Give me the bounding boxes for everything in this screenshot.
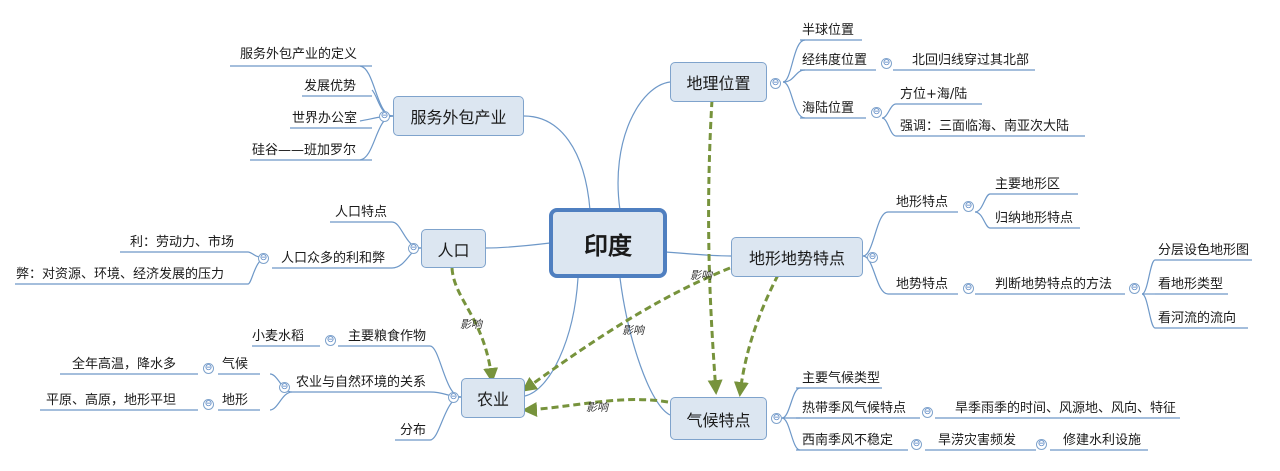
dixing-item-terrain[interactable]: 地形特点: [896, 195, 949, 210]
dixing-method-landform[interactable]: 看地形类型: [1158, 277, 1224, 292]
fuwu-item-office[interactable]: 世界办公室: [292, 111, 358, 126]
nongye-item-distribution[interactable]: 分布: [400, 423, 427, 438]
dili-sealand-emphasis[interactable]: 强调：三面临海、南亚次大陆: [900, 119, 1070, 134]
collapse-toggle-icon[interactable]: ⊖: [963, 201, 974, 212]
dili-item-sealand[interactable]: 海陆位置: [802, 101, 855, 116]
dili-sealand-direction[interactable]: 方位+海/陆: [900, 87, 968, 102]
qihou-item-type[interactable]: 主要气候类型: [802, 371, 881, 386]
nongye-grain-value[interactable]: 小麦水稻: [252, 329, 305, 344]
branch-fuwu-node[interactable]: 服务外包产业: [393, 96, 524, 136]
link-root-nongye: [524, 277, 579, 397]
fuwu-item-bangalore[interactable]: 硅谷——班加罗尔: [252, 143, 357, 158]
collapse-toggle-icon[interactable]: ⊖: [379, 111, 390, 122]
collapse-toggle-icon[interactable]: ⊖: [871, 107, 882, 118]
collapse-toggle-icon[interactable]: ⊖: [1129, 283, 1140, 294]
arrow-dixing-nongye: [521, 266, 731, 392]
relation-label: 影响: [460, 318, 482, 331]
dixing-item-relief[interactable]: 地势特点: [896, 277, 949, 292]
qihou-item-unstable[interactable]: 西南季风不稳定: [802, 433, 894, 448]
dili-item-hemisphere[interactable]: 半球位置: [802, 23, 855, 38]
renkou-item-libi[interactable]: 人口众多的利和弊: [281, 251, 386, 266]
dixing-terrain-summary[interactable]: 归纳地形特点: [995, 211, 1074, 226]
nongye-terrain-detail[interactable]: 平原、高原，地形平坦: [46, 393, 177, 408]
renkou-item-features[interactable]: 人口特点: [335, 205, 388, 220]
collapse-toggle-icon[interactable]: ⊖: [771, 413, 782, 424]
collapse-toggle-icon[interactable]: ⊖: [770, 78, 781, 89]
link-root-qihou: [619, 277, 671, 416]
qihou-drought-flood[interactable]: 旱涝灾害频发: [938, 433, 1017, 448]
qihou-item-monsoon[interactable]: 热带季风气候特点: [802, 401, 907, 416]
collapse-toggle-icon[interactable]: ⊖: [963, 283, 974, 294]
collapse-toggle-icon[interactable]: ⊖: [203, 399, 214, 410]
qihou-monsoon-detail[interactable]: 旱季雨季的时间、风源地、风向、特征: [955, 401, 1177, 416]
root-node[interactable]: 印度: [549, 208, 667, 278]
collapse-toggle-icon[interactable]: ⊖: [408, 243, 419, 254]
dixing-method[interactable]: 判断地势特点的方法: [995, 277, 1113, 292]
collapse-toggle-icon[interactable]: ⊖: [279, 382, 290, 393]
fuwu-item-advantage[interactable]: 发展优势: [304, 79, 357, 94]
dixing-terrain-main[interactable]: 主要地形区: [995, 177, 1061, 192]
collapse-toggle-icon[interactable]: ⊖: [203, 363, 214, 374]
relation-label: 影响: [586, 401, 608, 414]
collapse-toggle-icon[interactable]: ⊖: [1036, 439, 1047, 450]
arrow-dixing-qihou: [733, 274, 780, 397]
link-root-dixing: [665, 251, 732, 257]
fuwu-item-definition[interactable]: 服务外包产业的定义: [240, 47, 358, 62]
collapse-toggle-icon[interactable]: ⊖: [325, 335, 336, 346]
dixing-method-river[interactable]: 看河流的流向: [1158, 311, 1237, 326]
link-root-fuwu: [523, 115, 591, 211]
collapse-toggle-icon[interactable]: ⊖: [258, 253, 269, 264]
branch-qihou-node[interactable]: 气候特点: [670, 397, 767, 440]
dixing-method-colormap[interactable]: 分层设色地形图: [1158, 243, 1250, 258]
renkou-li[interactable]: 利：劳动力、市场: [130, 235, 235, 250]
collapse-toggle-icon[interactable]: ⊖: [922, 407, 933, 418]
branch-dixing-node[interactable]: 地形地势特点: [731, 237, 863, 277]
branch-dili-node[interactable]: 地理位置: [670, 62, 767, 102]
collapse-toggle-icon[interactable]: ⊖: [911, 439, 922, 450]
renkou-bi[interactable]: 弊：对资源、环境、经济发展的压力: [16, 267, 225, 282]
arrow-qihou-nongye: [522, 398, 669, 417]
relation-label: 影响: [690, 269, 712, 282]
link-root-renkou: [485, 242, 551, 249]
dili-latlon-detail[interactable]: 北回归线穿过其北部: [912, 53, 1030, 68]
branch-nongye-node[interactable]: 农业: [461, 378, 525, 418]
relation-label: 影响: [622, 324, 644, 337]
dili-item-latlon[interactable]: 经纬度位置: [802, 53, 868, 68]
nongye-item-relation[interactable]: 农业与自然环境的关系: [296, 375, 427, 390]
nongye-climate-detail[interactable]: 全年高温，降水多: [72, 357, 177, 372]
arrow-dili-qihou: [707, 99, 723, 395]
collapse-toggle-icon[interactable]: ⊖: [448, 392, 459, 403]
nongye-relation-climate[interactable]: 气候: [222, 357, 249, 372]
branch-renkou-node[interactable]: 人口: [421, 229, 486, 268]
nongye-item-grain[interactable]: 主要粮食作物: [348, 329, 427, 344]
arrow-renkou-nongye: [450, 267, 499, 383]
collapse-toggle-icon[interactable]: ⊖: [867, 252, 878, 263]
collapse-toggle-icon[interactable]: ⊖: [881, 58, 892, 69]
nongye-relation-terrain[interactable]: 地形: [222, 393, 249, 408]
qihou-measure[interactable]: 修建水利设施: [1063, 433, 1142, 448]
link-root-dili: [617, 81, 671, 211]
